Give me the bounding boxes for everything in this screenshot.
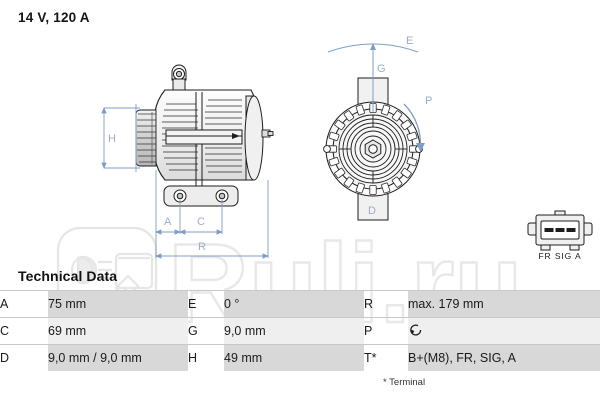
row-key-g: G bbox=[188, 317, 224, 345]
technical-data-table: A 75 mm E 0 ° R max. 179 mm C 69 mm G 9,… bbox=[0, 290, 600, 371]
table-row: A 75 mm E 0 ° R max. 179 mm bbox=[0, 290, 600, 318]
table-row: C 69 mm G 9,0 mm P bbox=[0, 317, 600, 345]
alternator-side-view: H A C R bbox=[101, 64, 274, 259]
row-value-h: 49 mm bbox=[224, 344, 364, 371]
technical-data-section: Technical Data A 75 mm E 0 ° R max. 179 … bbox=[0, 264, 600, 371]
dimension-label-h: H bbox=[108, 133, 116, 145]
dimension-label-e: E bbox=[406, 35, 413, 47]
row-value-a: 75 mm bbox=[48, 290, 188, 318]
connector-pin-labels: FR SIG A bbox=[538, 251, 582, 261]
row-key-h: H bbox=[188, 344, 224, 371]
row-key-d: D bbox=[0, 344, 48, 371]
row-value-d: 9,0 mm / 9,0 mm bbox=[48, 344, 188, 371]
technical-drawing: H A C R bbox=[101, 35, 432, 259]
connector-diagram bbox=[524, 210, 596, 259]
row-key-c: C bbox=[0, 317, 48, 345]
technical-data-title: Technical Data bbox=[18, 268, 118, 284]
row-key-r: R bbox=[364, 290, 408, 318]
dimension-p bbox=[403, 103, 425, 152]
dimension-h bbox=[101, 104, 140, 172]
row-key-p: P bbox=[364, 317, 408, 345]
dimension-label-a: A bbox=[164, 216, 172, 228]
row-value-p bbox=[408, 317, 600, 345]
rotation-clockwise-icon bbox=[408, 322, 424, 341]
row-key-e: E bbox=[188, 290, 224, 318]
dimension-label-d: D bbox=[368, 205, 376, 217]
dimension-label-c: C bbox=[197, 216, 205, 228]
table-row: D 9,0 mm / 9,0 mm H 49 mm T* B+(M8), FR,… bbox=[0, 344, 600, 371]
dimension-label-p: P bbox=[425, 95, 432, 107]
row-value-r: max. 179 mm bbox=[408, 290, 600, 318]
row-key-t: T* bbox=[364, 344, 408, 371]
dimension-label-g: G bbox=[377, 63, 386, 75]
row-value-e: 0 ° bbox=[224, 290, 364, 318]
dimension-label-r: R bbox=[198, 241, 206, 253]
alternator-front-view: E G P D bbox=[323, 35, 432, 221]
row-value-c: 69 mm bbox=[48, 317, 188, 345]
page-title: 14 V, 120 A bbox=[18, 10, 90, 25]
terminal-footnote: * Terminal bbox=[383, 377, 426, 388]
row-key-a: A bbox=[0, 290, 48, 318]
row-value-t: B+(M8), FR, SIG, A bbox=[408, 344, 600, 371]
row-value-g: 9,0 mm bbox=[224, 317, 364, 345]
dimension-a-c bbox=[155, 170, 223, 235]
